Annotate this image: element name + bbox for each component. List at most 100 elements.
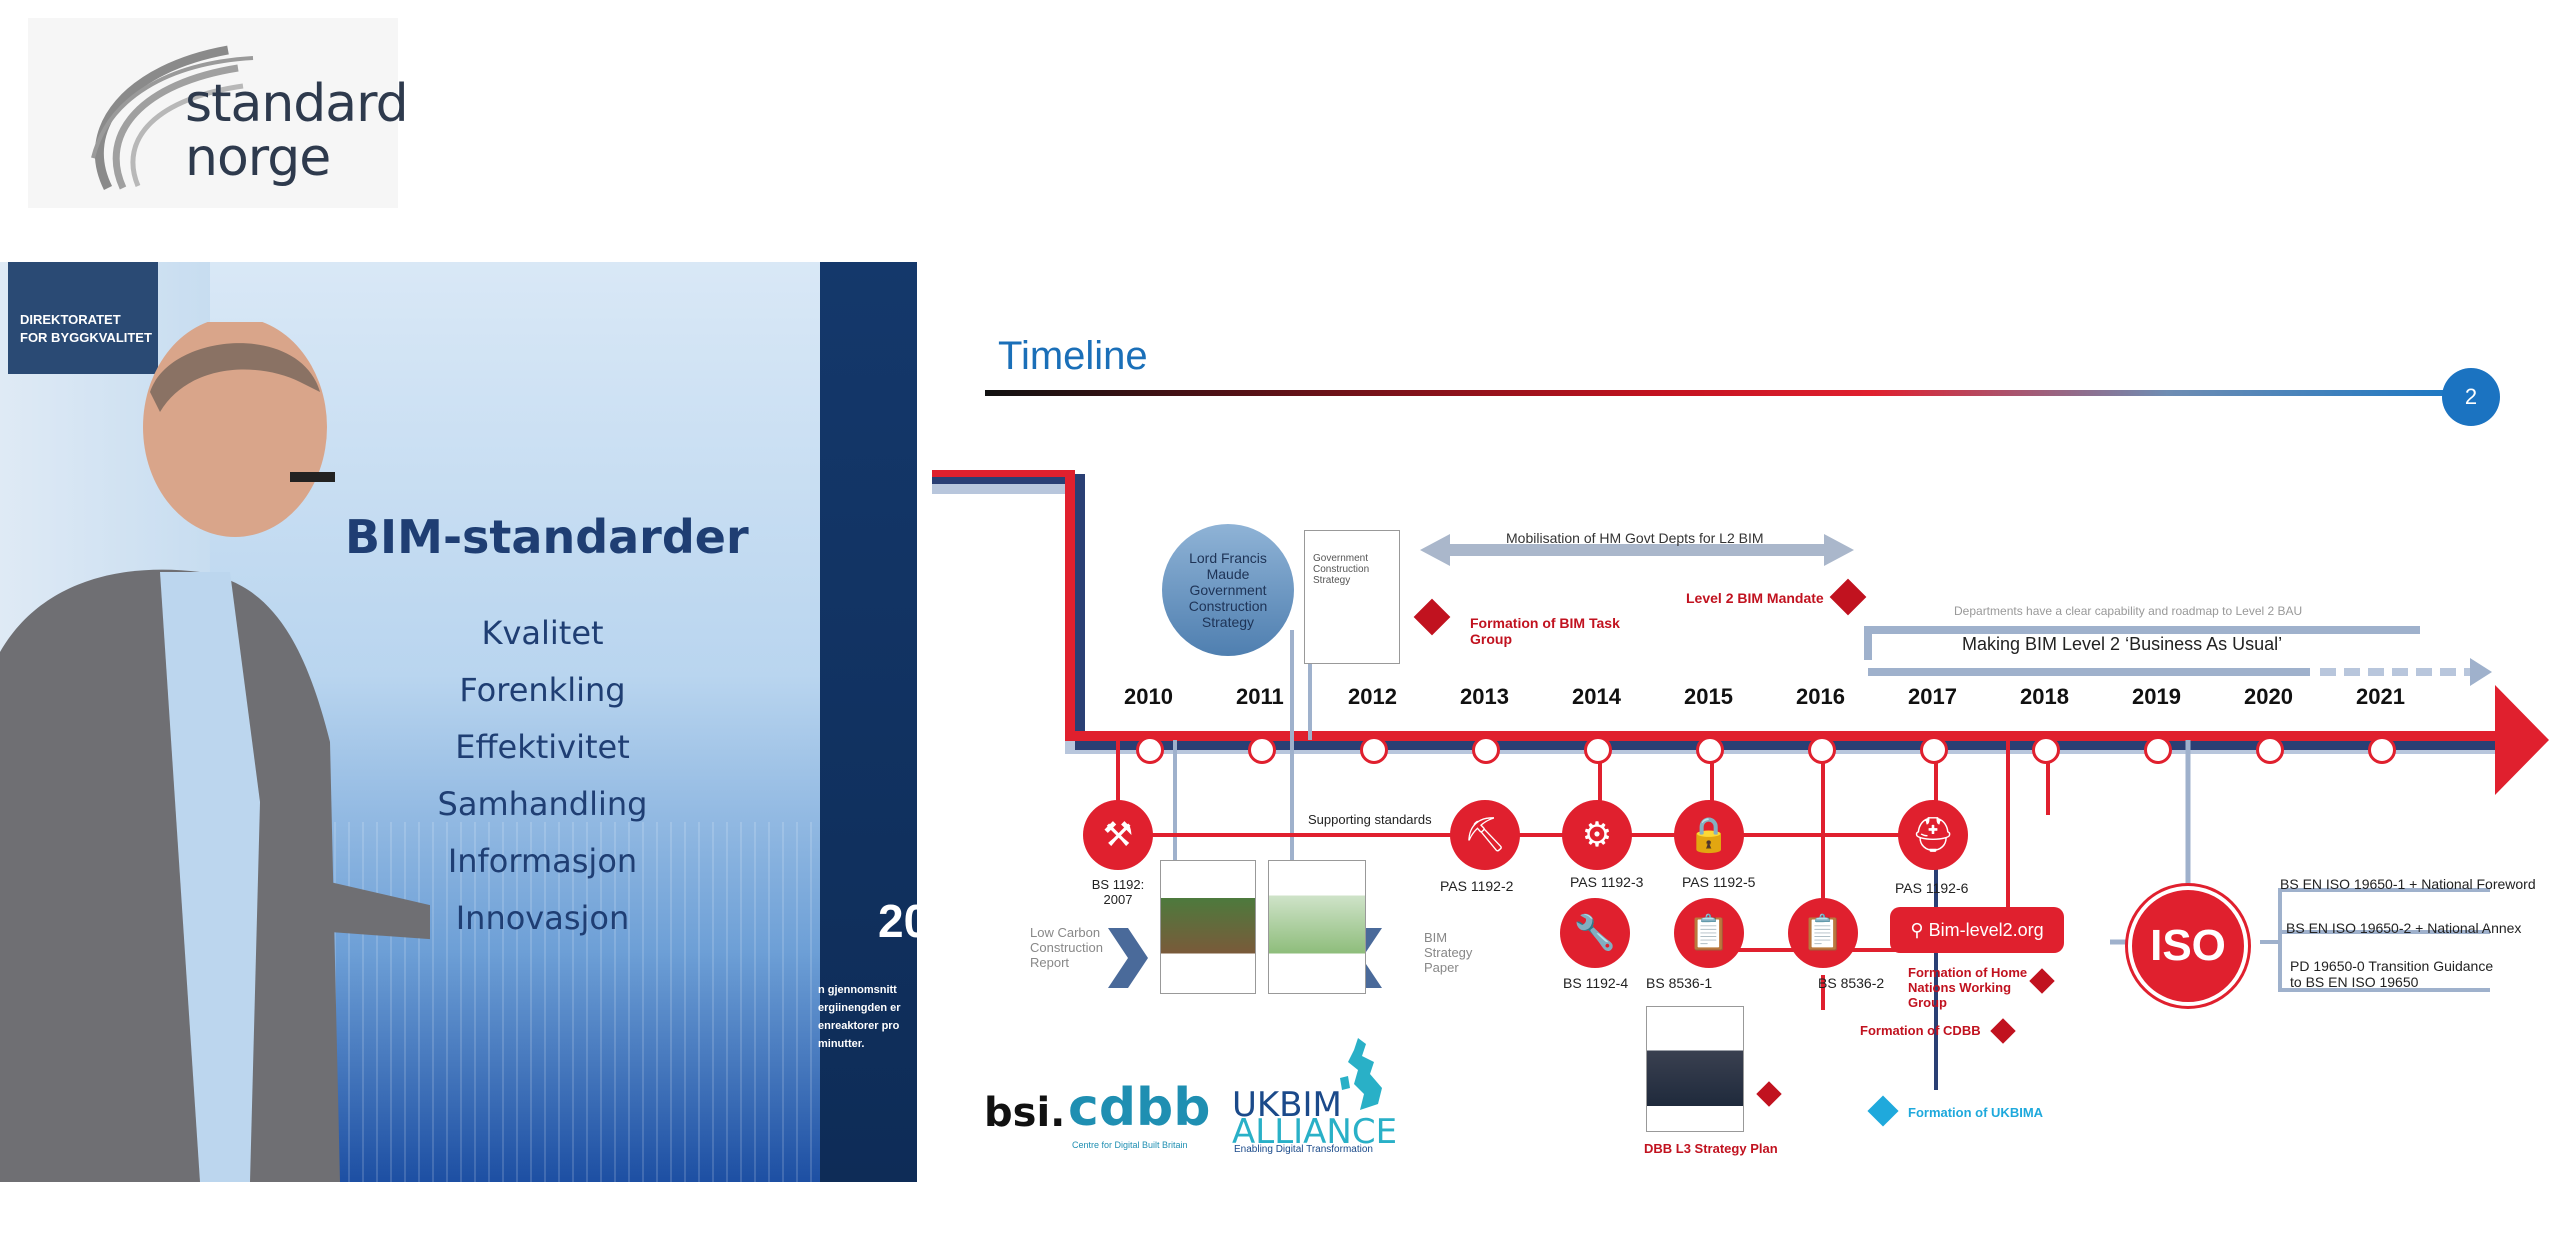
banner-list-item: Forenkling	[459, 671, 626, 709]
clipboard-building-icon: 📋	[1674, 898, 1744, 968]
lord-francis-label: Lord Francis Maude Government Constructi…	[1188, 550, 1268, 630]
slide-page-number: 2	[2442, 368, 2500, 426]
title-underline	[985, 390, 2463, 396]
dbb-l3-label: DBB L3 Strategy Plan	[1644, 1141, 1778, 1156]
video-right-banner	[820, 262, 917, 1182]
cdbb-logo: cdbb	[1068, 1078, 1211, 1138]
year-marker	[2144, 736, 2172, 764]
bim-level2-link-text: Bim-level2.org	[1928, 920, 2044, 940]
banner-title: BIM-standarder	[345, 510, 749, 564]
departments-note: Departments have a clear capability and …	[1954, 604, 2303, 618]
iso-badge: ISO	[2128, 886, 2248, 1006]
standard-norge-logo: standard norge	[28, 18, 409, 208]
supporting-standards-label: Supporting standards	[1308, 812, 1432, 827]
bs1192-4-label: BS 1192-4	[1563, 975, 1629, 991]
year-label: 2016	[1796, 684, 1845, 709]
formation-bim-task-label: Formation of BIM Task Group	[1470, 615, 1620, 647]
bs8536-1-label: BS 8536-1	[1646, 975, 1713, 991]
tools-icon: 🔧	[1560, 898, 1630, 968]
year-label: 2012	[1348, 684, 1397, 709]
banner-list-item: Effektivitet	[455, 728, 630, 766]
year-marker	[2032, 736, 2060, 764]
banner-partial-number: 20	[878, 895, 917, 947]
formation-cdbb-label: Formation of CDBB	[1860, 1023, 1981, 1038]
ukbim-logo-line1: UKBIM	[1232, 1085, 1342, 1125]
badge-line-1: DIREKTORATET	[20, 312, 121, 327]
iso-item: BS EN ISO 19650-1 + National Foreword	[2280, 876, 2536, 892]
banner-list-item: Informasjon	[447, 842, 638, 880]
logo-word-standard: standard	[185, 74, 409, 134]
year-marker	[1136, 736, 1164, 764]
pas1192-5-label: PAS 1192-5	[1682, 874, 1756, 890]
year-marker	[1920, 736, 1948, 764]
ukbim-logo-subtitle: Enabling Digital Transformation	[1234, 1144, 1373, 1155]
year-label: 2015	[1684, 684, 1733, 709]
dbb-l3-document	[1646, 1006, 1744, 1132]
level2-mandate-label: Level 2 BIM Mandate	[1686, 590, 1824, 606]
banner-side-line: ergiinengden er	[818, 1002, 901, 1014]
year-label: 2019	[2132, 684, 2181, 709]
speaker-video: DIREKTORATET FOR BYGGKVALITET or fu 20 n…	[0, 262, 917, 1182]
gears-icon: ⚙	[1562, 800, 1632, 870]
year-marker	[1696, 736, 1724, 764]
lock-icon: 🔒	[1674, 800, 1744, 870]
gcs-document-title: Government Construction Strategy	[1313, 553, 1370, 586]
bsi-logo: bsi.	[984, 1090, 1066, 1136]
year-marker	[2256, 736, 2284, 764]
ukbim-logo-line2: ALLIANCE	[1232, 1112, 1398, 1152]
pas1192-3-label: PAS 1192-3	[1570, 874, 1644, 890]
formation-ukbima-label: Formation of UKBIMA	[1908, 1105, 2044, 1120]
speaker-figure	[0, 322, 430, 1182]
bs8536-2-label: BS 8536-2	[1818, 975, 1885, 991]
bim-strategy-label: BIM Strategy Paper	[1424, 930, 1473, 975]
workers-icon: ⚒	[1083, 800, 1153, 870]
year-label: 2021	[2356, 684, 2405, 709]
construction-worker-icon: ⛏	[1450, 800, 1520, 870]
bim-level2-link[interactable]: ⚲ Bim-level2.org	[1890, 907, 2064, 953]
low-carbon-document	[1160, 860, 1256, 994]
banner-list-item: Samhandling	[437, 785, 648, 823]
year-marker	[1472, 736, 1500, 764]
slide-title: Timeline	[998, 334, 1148, 378]
clipboard-person-icon: 📋	[1788, 898, 1858, 968]
gcs-document: Government Construction Strategy	[1304, 530, 1400, 664]
year-label: 2010	[1124, 684, 1173, 709]
home-nations-label: Formation of Home Nations Working Group	[1908, 965, 2028, 1010]
banner-list-item: Kvalitet	[481, 614, 604, 652]
year-label: 2017	[1908, 684, 1957, 709]
dibk-badge: DIREKTORATET FOR BYGGKVALITET	[8, 262, 158, 374]
year-label: 2020	[2244, 684, 2293, 709]
making-bau-label: Making BIM Level 2 ‘Business As Usual’	[1962, 634, 2283, 654]
banner-list-item: Innovasjon	[455, 899, 630, 937]
banner-side-line: n gjennomsnitt	[818, 984, 897, 996]
year-label: 2014	[1572, 684, 1621, 709]
logo-word-norge: norge	[185, 128, 331, 188]
cdbb-logo-subtitle: Centre for Digital Built Britain	[1072, 1140, 1188, 1150]
year-marker	[1808, 736, 1836, 764]
pas1192-2-label: PAS 1192-2	[1440, 878, 1514, 894]
uk-map-icon	[1340, 1038, 1382, 1110]
year-label: 2018	[2020, 684, 2069, 709]
pas1192-6-label: PAS 1192-6	[1895, 880, 1969, 896]
banner-side-line: enreaktorer pro	[818, 1020, 900, 1032]
iso-item: BS EN ISO 19650-2 + National Annex	[2286, 920, 2522, 936]
iso-item: PD 19650-0 Transition Guidance to BS EN …	[2290, 958, 2494, 990]
low-carbon-label: Low Carbon Construction Report	[1030, 925, 1103, 970]
badge-line-2: FOR BYGGKVALITET	[20, 330, 152, 345]
year-marker	[1584, 736, 1612, 764]
timeline-graphic	[932, 470, 2549, 1090]
search-icon: ⚲	[1910, 920, 1924, 940]
year-label: 2011	[1236, 684, 1284, 709]
hard-hat-icon: ⛑	[1898, 800, 1968, 870]
iso-label: ISO	[2150, 921, 2226, 970]
year-marker	[1248, 736, 1276, 764]
video-binary-pattern	[320, 822, 820, 1182]
banner-side-line: minutter.	[818, 1038, 865, 1050]
year-label: 2013	[1460, 684, 1509, 709]
logo-swoosh-icon	[91, 45, 254, 191]
lord-francis-portrait: Lord Francis Maude Government Constructi…	[1162, 524, 1294, 656]
bs1192-2007-label: BS 1192: 2007	[1091, 877, 1145, 907]
bim-strategy-document	[1268, 860, 1366, 994]
year-marker	[2368, 736, 2396, 764]
mobilisation-label: Mobilisation of HM Govt Depts for L2 BIM	[1506, 530, 1764, 546]
